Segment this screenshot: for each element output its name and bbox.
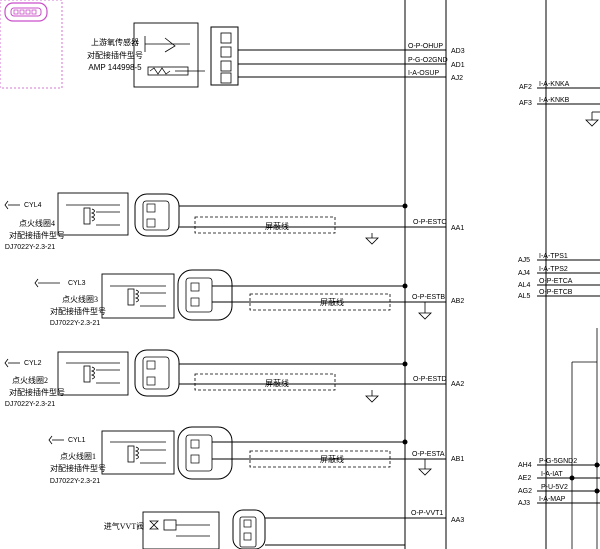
coil-connector-label: 对配接插件型号 — [9, 387, 65, 397]
coil-symbol — [57, 351, 129, 396]
pin-label: AF2 — [519, 84, 532, 91]
coil-wire-label: O-P-ESTD — [413, 376, 446, 383]
vvt-symbol — [142, 511, 220, 549]
ground-icon — [418, 468, 432, 476]
right-throttle-pins: AJ5 AJ4 AL4 AL5 I-A-TPS1 I-A-TPS2 O-P-ET… — [518, 253, 600, 300]
vvt-wire-label: O-P-VVT1 — [411, 510, 443, 517]
o2-connector-label: 对配接插件型号 — [87, 50, 143, 60]
right-manifold-pins: AH4 AE2 AG2 AJ3 P-G-5GND2 I-A-IAT P-U-5V… — [518, 458, 600, 507]
vvt-pin-label: AA3 — [451, 517, 464, 524]
right-knock-pins: AF2 AF3 I-A-KNKA I-A-KNKB — [519, 81, 600, 127]
coil-connector — [134, 349, 180, 397]
coil-connector-model: DJ7022Y-2.3-21 — [5, 244, 55, 251]
pin-label: AJ4 — [518, 270, 530, 277]
coil-pin-label: AA1 — [451, 225, 464, 232]
o2-sensor-section: 上游氧传感器 对配接插件型号 AMP 144998-5 O-P-OHUP P-G… — [87, 22, 465, 88]
o2-wire-label: O-P-OHUP — [408, 43, 443, 50]
wire-label: O-P-ETCA — [539, 278, 573, 285]
wire-label: O-P-ETCB — [539, 289, 573, 296]
coil-connector-model: DJ7022Y-2.3-21 — [5, 401, 55, 408]
shield-box — [194, 216, 336, 234]
ecu-block — [445, 0, 598, 549]
coil-pin-label: AB1 — [451, 456, 464, 463]
pin-label: AF3 — [519, 100, 532, 107]
o2-pin-label: AJ2 — [451, 75, 463, 82]
coil-connector-model: DJ7022Y-2.3-21 — [50, 320, 100, 327]
cylinder-label: CYL3 — [68, 280, 86, 287]
coil-connector — [134, 193, 180, 237]
vvt-connector — [232, 509, 266, 549]
shield-box — [249, 450, 391, 468]
pin-label: AL4 — [518, 282, 531, 289]
vvt-name: 进气VVT阀 — [104, 521, 144, 531]
partial-connector-top-left — [0, 0, 63, 89]
ground-icon — [365, 395, 379, 403]
pin-label: AL5 — [518, 293, 531, 300]
shield-box — [249, 293, 391, 311]
coil-connector-model: DJ7022Y-2.3-21 — [50, 478, 100, 485]
wire-label: I-A-KNKA — [539, 81, 570, 88]
ground-icon — [418, 312, 432, 320]
wire-label: I-A-IAT — [541, 471, 563, 478]
wire-label: P-G-5GND2 — [539, 458, 577, 465]
cylinder-label: CYL2 — [24, 360, 42, 367]
shield-label: 屏蔽线 — [320, 297, 344, 307]
shield-label: 屏蔽线 — [320, 454, 344, 464]
coil-name: 点火线圈3 — [62, 294, 98, 304]
pin-label: AJ5 — [518, 257, 530, 264]
o2-sensor-name: 上游氧传感器 — [91, 37, 139, 47]
wire-label: I-A-TPS1 — [539, 253, 568, 260]
ignition-coil-1: CYL1 点火线圈1 对配接插件型号 DJ7022Y-2.3-21 屏蔽线 O-… — [48, 426, 464, 485]
coil-connector-label: 对配接插件型号 — [50, 306, 106, 316]
cylinder-label: CYL1 — [68, 437, 86, 444]
coil-symbol — [101, 430, 175, 475]
shield-box — [194, 373, 336, 391]
o2-connector — [210, 26, 239, 86]
o2-connector-model: AMP 144998-5 — [88, 63, 142, 72]
pin-label: AJ3 — [518, 500, 530, 507]
wire-label: I-A-TPS2 — [539, 266, 568, 273]
coil-connector — [177, 269, 233, 321]
coil-name: 点火线圈4 — [19, 218, 55, 228]
wire-label: P-U-5V2 — [541, 484, 568, 491]
wire-label: I-A-MAP — [539, 496, 566, 503]
coil-wire-label: O-P-ESTC — [413, 219, 446, 226]
wire-label: I-A-KNKB — [539, 97, 570, 104]
cylinder-label: CYL4 — [24, 202, 42, 209]
pin-label: AG2 — [518, 488, 532, 495]
o2-sensor-symbol — [133, 22, 199, 88]
o2-pin-label: AD3 — [451, 48, 465, 55]
coil-symbol — [101, 273, 175, 319]
coil-wire-label: O-P-ESTB — [412, 294, 445, 301]
intake-vvt-valve: 进气VVT阀 O-P-VVT1 AA3 — [104, 509, 464, 549]
pin-label: AE2 — [518, 475, 531, 482]
coil-name: 点火线圈2 — [12, 375, 48, 385]
coil-connector — [177, 426, 233, 480]
o2-pin-label: AD1 — [451, 62, 465, 69]
coil-symbol — [57, 192, 129, 236]
pin-label: AH4 — [518, 462, 532, 469]
ground-icon — [585, 119, 599, 127]
coil-connector-label: 对配接插件型号 — [50, 463, 106, 473]
ignition-coil-2: CYL2 点火线圈2 对配接插件型号 DJ7022Y-2.3-21 屏蔽线 O-… — [4, 349, 464, 408]
o2-wire-label: I-A-OSUP — [408, 70, 439, 77]
shield-label: 屏蔽线 — [265, 221, 289, 231]
coil-pin-label: AA2 — [451, 381, 464, 388]
coil-connector-label: 对配接插件型号 — [9, 230, 65, 240]
ground-icon — [365, 237, 379, 245]
coil-pin-label: AB2 — [451, 298, 464, 305]
ignition-coil-3: CYL3 点火线圈3 对配接插件型号 DJ7022Y-2.3-21 屏蔽线 O-… — [34, 269, 464, 327]
shield-label: 屏蔽线 — [265, 378, 289, 388]
coil-name: 点火线圈1 — [60, 451, 96, 461]
o2-wire-label: P-G-O2GND — [408, 57, 448, 64]
coil-wire-label: O-P-ESTA — [412, 451, 445, 458]
ignition-coil-4: CYL4 点火线圈4 对配接插件型号 DJ7022Y-2.3-21 屏蔽线 O-… — [4, 192, 464, 251]
